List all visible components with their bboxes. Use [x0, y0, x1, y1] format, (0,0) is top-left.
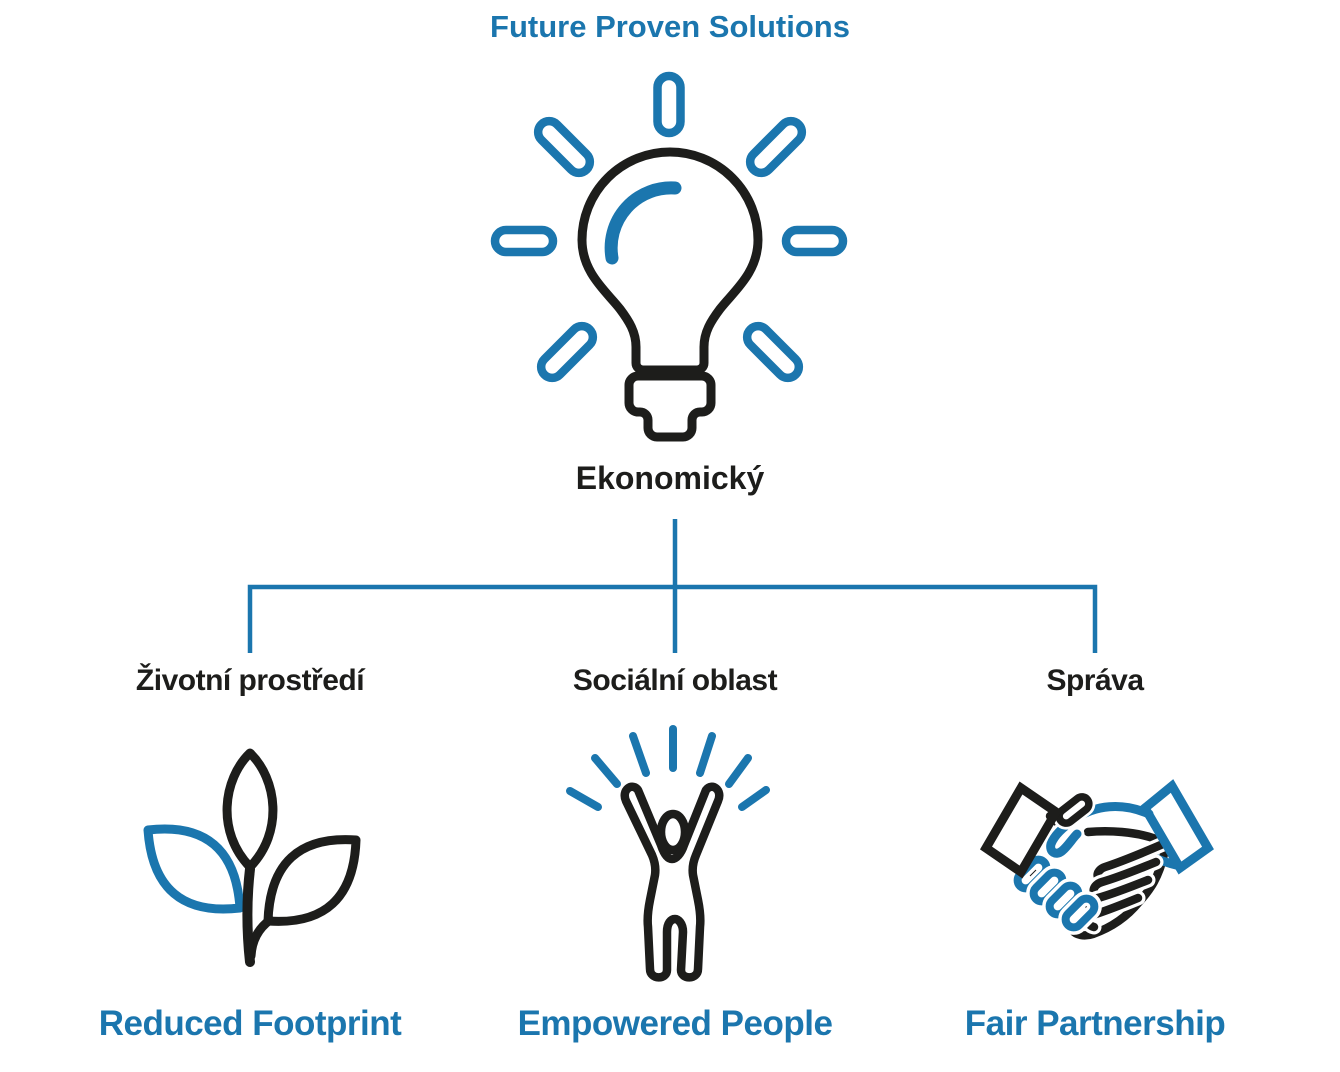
plant-left-leaf [143, 824, 245, 914]
branch-label-governance: Správa [1046, 664, 1144, 697]
page-title: Future Proven Solutions [490, 9, 850, 44]
person-ray [629, 732, 650, 777]
empowered-person-icon [566, 725, 770, 982]
handshake-icon [980, 779, 1214, 940]
root-label: Ekonomický [575, 460, 765, 496]
branch-label-environment: Životní prostředí [135, 664, 365, 697]
person-ray [591, 754, 621, 788]
handshake-blue-hand-outline [1043, 799, 1157, 861]
handshake-black-sleeve [980, 781, 1062, 879]
light-ray-lower-left [536, 321, 598, 383]
person-ray [725, 754, 752, 788]
person-ray [566, 787, 602, 811]
bulb-base [624, 371, 716, 442]
person-ray [738, 786, 770, 811]
light-ray-top [653, 71, 685, 138]
plant-right-leaf [263, 835, 361, 926]
person-ray [696, 732, 716, 777]
branch-caption-governance: Fair Partnership [964, 1004, 1226, 1043]
branch-caption-social: Empowered People [517, 1004, 833, 1043]
branch-label-social: Sociální oblast [572, 664, 778, 697]
connector-lines [247, 519, 1098, 653]
plant-top-leaf [222, 748, 278, 872]
plant-leaves-icon [143, 748, 361, 967]
plant-stem [242, 864, 255, 967]
bulb-highlight-arc [604, 181, 682, 265]
handshake-blue-sleeve [1139, 779, 1214, 875]
bulb-outline [577, 147, 763, 375]
light-ray-upper-left [533, 116, 595, 178]
branch-caption-environment: Reduced Footprint [98, 1004, 402, 1043]
light-ray-lower-right [742, 321, 804, 383]
lightbulb-rays-icon [490, 71, 848, 442]
handshake-black-thumb [1052, 790, 1096, 830]
light-ray-right [781, 225, 848, 257]
light-ray-left [490, 225, 558, 257]
person-body [620, 782, 724, 982]
light-ray-upper-right [745, 116, 807, 178]
